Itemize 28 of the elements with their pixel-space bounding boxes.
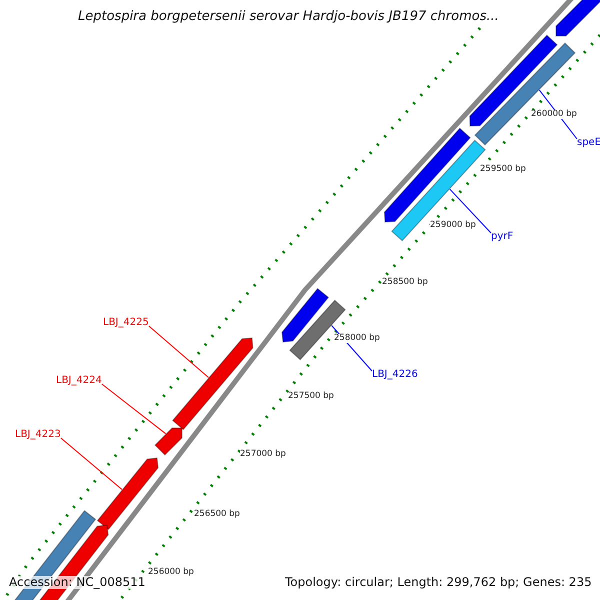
leader-line <box>101 384 166 434</box>
gene-feature <box>556 0 600 36</box>
title: Leptospira borgpetersenii serovar Hardjo-bovis JB197 chromos... <box>78 10 499 24</box>
leader-line <box>148 326 210 378</box>
footer-text: Topology: circular; Length: 299,762 bp; Genes: 235 <box>285 576 592 590</box>
tick-label: 256000 bp <box>148 568 194 578</box>
footer-text: Accession: NC_008511 <box>9 576 146 590</box>
tick-label: 256500 bp <box>194 510 240 520</box>
tick-label: 258500 bp <box>382 278 428 288</box>
leader-line <box>449 188 492 234</box>
tick-label: 260000 bp <box>531 110 577 120</box>
gene-label: pyrF <box>491 231 514 242</box>
tick-label: 257000 bp <box>240 450 286 460</box>
gene-label: LBJ_4225 <box>103 317 149 328</box>
gene-feature <box>154 428 182 456</box>
tick-label: 257500 bp <box>288 392 334 402</box>
gene-label: LBJ_4223 <box>15 429 61 440</box>
tick-label: 259000 bp <box>430 221 476 230</box>
gene-feature <box>172 337 254 430</box>
tick-label: 259500 bp <box>480 165 526 174</box>
gene-label: LBJ_4226 <box>372 369 418 380</box>
gene-feature <box>281 288 330 343</box>
gene-label: LBJ_4224 <box>56 375 102 386</box>
gene-bar <box>474 42 576 146</box>
gene-feature <box>96 457 159 530</box>
tick-label: 258000 bp <box>334 334 380 344</box>
gene-label: speE <box>577 137 600 148</box>
leader-line <box>60 438 122 490</box>
